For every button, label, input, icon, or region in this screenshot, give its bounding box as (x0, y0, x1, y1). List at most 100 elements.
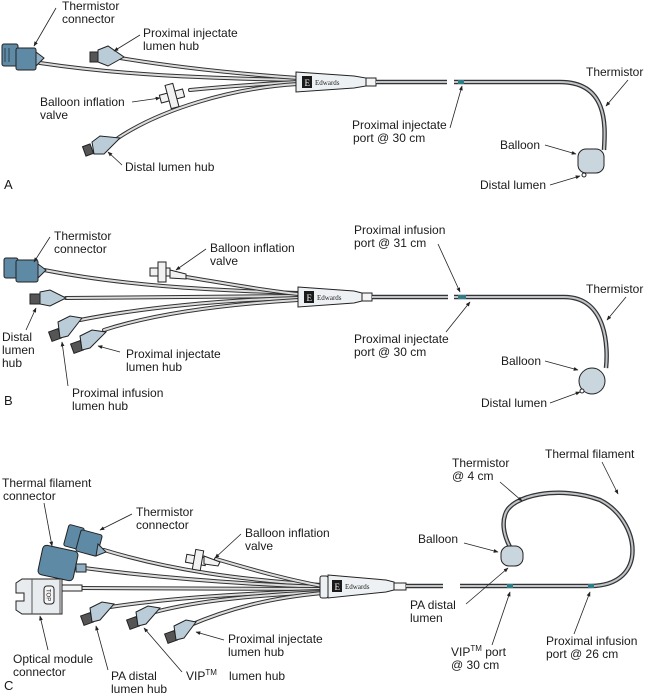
port-marker (458, 295, 466, 299)
label-thermistor-connector: Thermistor connector (33, 229, 111, 263)
svg-text:valve: valve (210, 254, 238, 268)
svg-text:VIPTM: VIPTM (186, 668, 217, 683)
edwards-hub-body: E Edwards (295, 71, 377, 93)
brand-name: Edwards (315, 79, 340, 87)
svg-text:Balloon inflation: Balloon inflation (210, 241, 295, 255)
svg-text:Distal: Distal (2, 330, 32, 344)
svg-text:connector: connector (136, 518, 189, 532)
svg-text:lumen hub: lumen hub (111, 682, 167, 696)
svg-text:@ 4 cm: @ 4 cm (452, 469, 494, 483)
catheter-body (406, 490, 635, 589)
svg-text:Proximal infusion: Proximal infusion (72, 386, 163, 400)
optical-module-connector-icon: TOP (15, 578, 83, 615)
svg-text:connector: connector (62, 12, 115, 26)
hub-icon (163, 619, 197, 645)
svg-text:lumen hub: lumen hub (72, 399, 128, 413)
brand-name: Edwards (317, 294, 342, 302)
label-proximal-injectate-lumen-hub: Proximal injectate lumen hub (97, 345, 221, 374)
svg-text:Thermistor: Thermistor (54, 229, 111, 243)
label-balloon-inflation-valve: Balloon inflation valve (214, 526, 330, 559)
label-proximal-infusion-lumen-hub: Proximal infusion lumen hub (60, 341, 163, 413)
svg-text:Proximal injectate: Proximal injectate (143, 26, 238, 40)
svg-text:Balloon inflation: Balloon inflation (245, 526, 330, 540)
label-balloon-inflation-valve: Balloon inflation valve (40, 95, 161, 122)
svg-text:Thermistor: Thermistor (452, 456, 509, 470)
panel-b: E Edwards Thermistor connector Balloon i… (2, 223, 643, 413)
thermistor-connector-icon (3, 257, 47, 283)
label-proximal-injectate-port: Proximal injectate port @ 30 cm (352, 85, 463, 145)
port-marker (507, 584, 513, 588)
label-balloon: Balloon (418, 532, 499, 553)
hub-icon (125, 605, 161, 631)
balloon-valve-icon (149, 261, 187, 283)
panel-b-tubes (42, 268, 300, 332)
label-distal-lumen-hub: Distal lumen hub (107, 151, 215, 174)
label-thermistor: Thermistor (586, 282, 643, 321)
port-marker (458, 80, 464, 84)
brand-name: Edwards (345, 583, 370, 591)
balloon-icon (577, 148, 605, 174)
svg-text:PA distal: PA distal (111, 669, 157, 683)
svg-text:lumen: lumen (410, 611, 443, 625)
balloon-valve-icon (184, 548, 221, 572)
label-thermistor: Thermistor (586, 65, 643, 107)
svg-text:lumen: lumen (2, 343, 35, 357)
svg-text:Proximal infusion: Proximal infusion (354, 223, 445, 237)
svg-text:lumen hub: lumen hub (126, 360, 182, 374)
svg-text:lumen hub: lumen hub (229, 669, 285, 683)
label-distal-lumen-hub: Distal lumen hub (2, 307, 37, 370)
svg-text:@ 30 cm: @ 30 cm (451, 658, 499, 672)
label-proximal-infusion-port: Proximal infusion port @ 31 cm (354, 223, 461, 293)
panel-c-tubes (78, 548, 324, 628)
svg-text:connector: connector (13, 665, 66, 679)
svg-text:valve: valve (40, 108, 68, 122)
svg-text:lumen hub: lumen hub (143, 39, 199, 53)
hub-icon (29, 289, 68, 307)
svg-text:Proximal injectate: Proximal injectate (228, 632, 323, 646)
svg-text:Proximal injectate: Proximal injectate (352, 118, 447, 132)
label-vip-lumen-hub: VIPTM lumen hub (143, 627, 285, 683)
label-pa-distal-lumen: PA distal lumen (410, 567, 509, 625)
brand-logo: E (335, 582, 341, 592)
svg-text:connector: connector (3, 489, 56, 503)
label-thermal-filament-connector: Thermal filament connector (2, 476, 92, 547)
svg-text:Distal lumen hub: Distal lumen hub (125, 160, 215, 174)
brand-logo: E (305, 78, 311, 88)
label-thermistor-connector: Thermistor connector (33, 0, 119, 47)
edwards-hub-body: E Edwards (319, 574, 407, 599)
panel-a-tubes (38, 56, 300, 140)
hub-icon (89, 45, 125, 67)
svg-text:Thermistor: Thermistor (586, 65, 643, 79)
svg-text:Balloon: Balloon (501, 354, 541, 368)
hub-icon (81, 135, 122, 157)
label-optical-module-connector: Optical module connector (13, 615, 93, 679)
label-thermal-filament: Thermal filament (545, 447, 635, 495)
svg-text:connector: connector (54, 242, 107, 256)
label-proximal-infusion-port: Proximal infusion port @ 26 cm (546, 591, 637, 661)
label-balloon: Balloon (501, 354, 579, 371)
brand-logo: E (307, 293, 313, 303)
svg-text:port @ 31 cm: port @ 31 cm (354, 236, 426, 250)
panel-letter-b: B (4, 393, 13, 408)
svg-text:Balloon: Balloon (418, 532, 458, 546)
label-balloon-inflation-valve: Balloon inflation valve (175, 241, 295, 271)
panel-letter-c: C (4, 678, 13, 693)
svg-text:Thermistor: Thermistor (62, 0, 119, 13)
svg-text:Proximal injectate: Proximal injectate (126, 347, 221, 361)
thermistor-connector-icon (1, 43, 45, 71)
hub-icon (47, 315, 83, 343)
panel-a: E Edwards Thermistor connector Proximal … (1, 0, 643, 192)
svg-text:Thermistor: Thermistor (586, 282, 643, 296)
svg-text:Thermal filament: Thermal filament (545, 447, 635, 461)
svg-text:Balloon: Balloon (500, 138, 540, 152)
label-balloon: Balloon (500, 138, 577, 155)
svg-text:PA distal: PA distal (410, 598, 456, 612)
svg-text:VIPTM port: VIPTM port (451, 644, 507, 659)
hub-icon (79, 601, 115, 627)
label-proximal-injectate-lumen-hub: Proximal injectate lumen hub (195, 631, 323, 659)
thermal-filment-connector-icon (37, 544, 87, 582)
svg-text:port @ 26 cm: port @ 26 cm (546, 647, 618, 661)
label-pa-distal-lumen-hub: PA distal lumen hub (95, 625, 167, 696)
svg-text:port @ 30 cm: port @ 30 cm (353, 131, 425, 145)
top-tag: TOP (45, 589, 51, 601)
